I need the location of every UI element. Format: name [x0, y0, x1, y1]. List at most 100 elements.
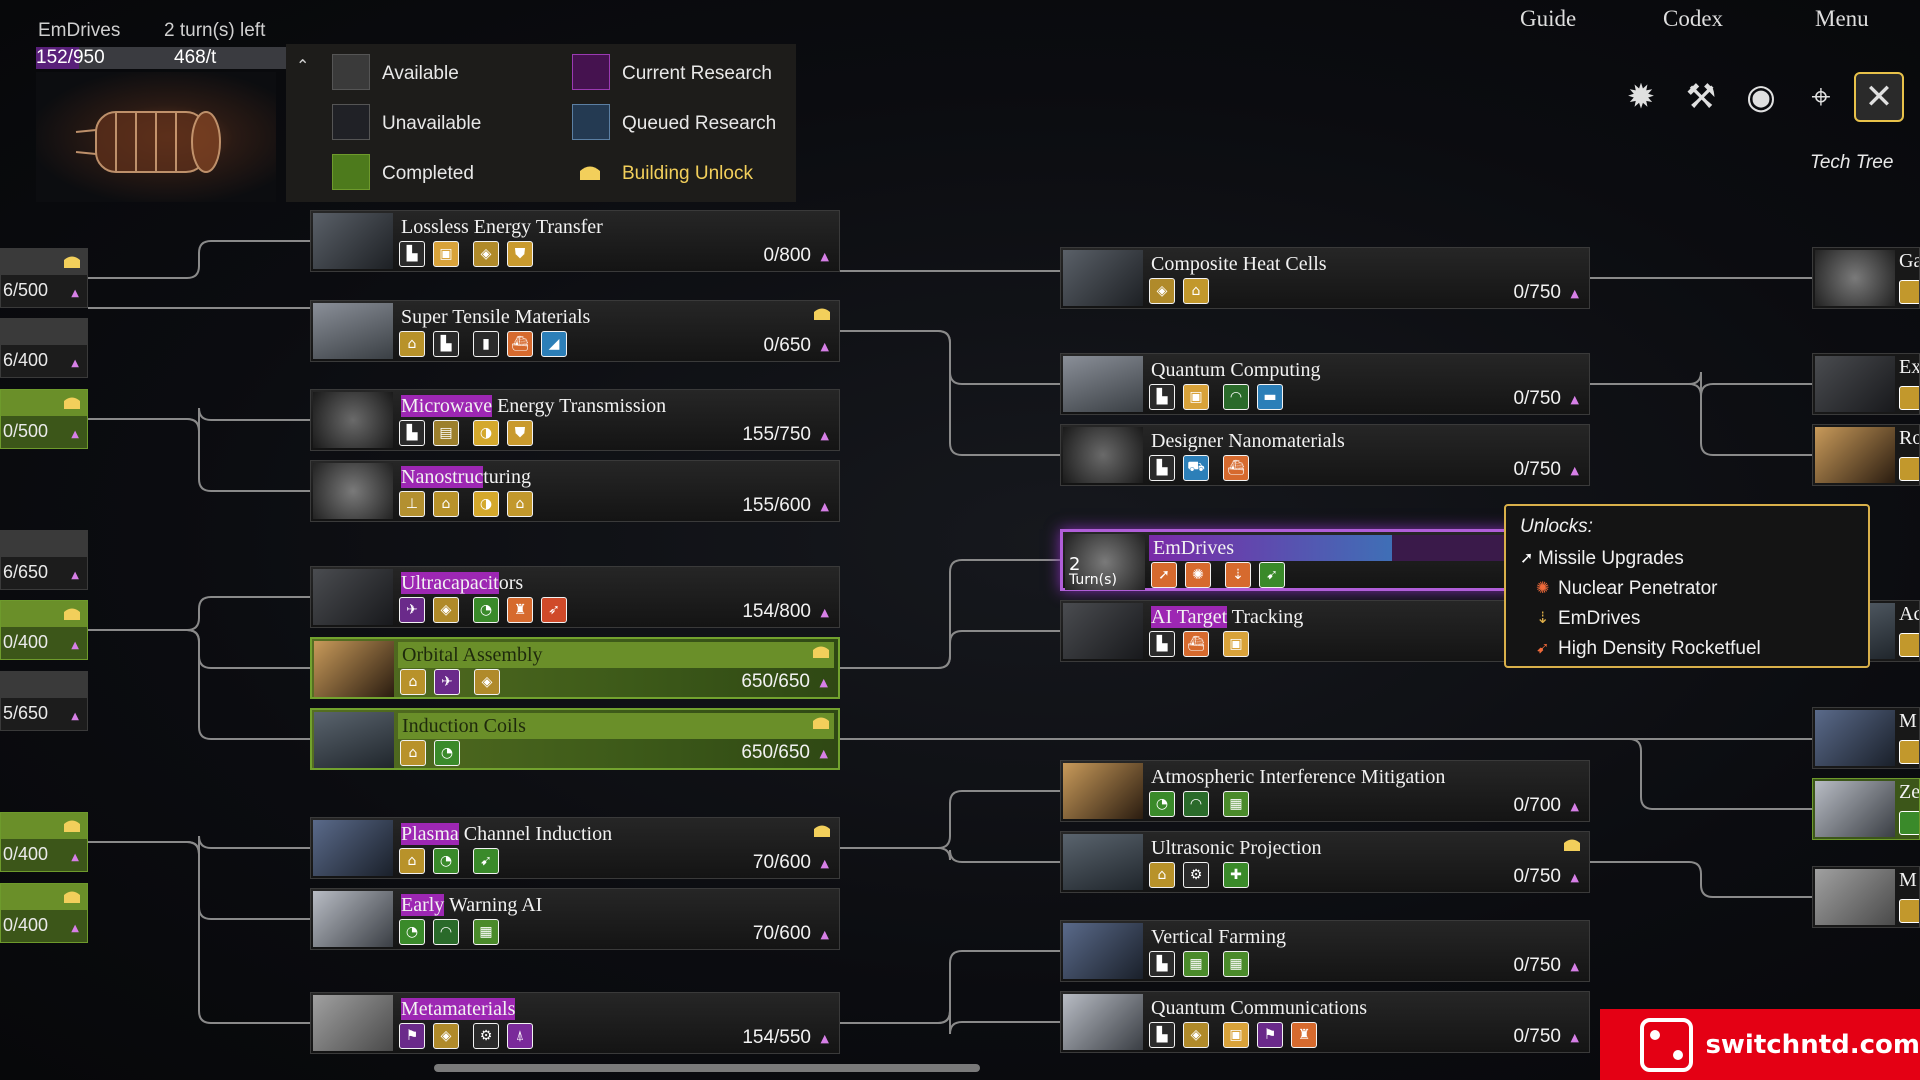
tech-node[interactable]: Composite Heat Cells◈⌂0/750▲ — [1060, 247, 1590, 309]
connection-line — [840, 559, 1060, 669]
queued-swatch — [572, 104, 610, 140]
tech-node[interactable]: Microwave Energy Transmission▙▤◑⛊155/750… — [310, 389, 840, 451]
sun-icon[interactable]: ✹ — [1626, 77, 1656, 117]
tech-name-highlight: Ultracapacit — [401, 572, 499, 594]
tech-name: Ex — [1899, 356, 1920, 378]
switch-logo-icon — [1640, 1017, 1694, 1072]
tech-progress: 0/400 — [3, 915, 49, 935]
tech-node[interactable]: Lossless Energy Transfer▙▣◈⛊0/800▲ — [310, 210, 840, 272]
tech-node[interactable]: Ultracapacitors✈◈◔♜➶154/800▲ — [310, 566, 840, 628]
tech-progress: 5/650 — [3, 703, 49, 723]
close-tech-tree-icon[interactable]: ✕ — [1854, 72, 1904, 122]
codex-link[interactable]: Codex — [1663, 6, 1724, 31]
research-progress-bar — [36, 47, 304, 69]
tech-node[interactable]: Early Warning AI◔◠▦70/600▲ — [310, 888, 840, 950]
emdrive-image — [36, 72, 276, 202]
legend-building: Building Unlock — [622, 163, 753, 184]
tech-node[interactable]: Induction Coils⌂◔650/650▲ — [310, 708, 840, 770]
radar-icon: ◔ — [399, 919, 425, 945]
tech-name: Induction Coils — [398, 713, 834, 739]
tech-node-partial[interactable]: Ex — [1812, 353, 1920, 415]
tech-progress: 0/400 — [3, 632, 49, 652]
tech-node[interactable]: Designer Nanomaterials▙⛟⛴0/750▲ — [1060, 424, 1590, 486]
research-turns: 2 turn(s) left — [164, 20, 266, 41]
drone-icon: ◈ — [473, 241, 499, 267]
tech-node-partial[interactable]: 0/500 ▲ — [0, 389, 88, 449]
plus-icon: ✚ — [1223, 862, 1249, 888]
nuke-icon: ✺ — [1185, 562, 1211, 588]
connection-line — [88, 841, 310, 1024]
tech-name-text: Atmospheric Interference Mitigation — [1151, 766, 1446, 788]
tech-node[interactable]: Ultrasonic Projection⌂⚙✚0/750▲ — [1060, 831, 1590, 893]
bunker-icon: ▣ — [433, 241, 459, 267]
turns-label: Turn(s) — [1069, 572, 1117, 588]
tech-node[interactable]: Quantum Communications▙◈▣⚑♜0/750▲ — [1060, 991, 1590, 1053]
tech-node[interactable]: Orbital Assembly⌂✈◈650/650▲ — [310, 637, 840, 699]
tech-node[interactable]: Nanostructuring⊥⌂◑⌂155/600▲ — [310, 460, 840, 522]
tech-name-text: Composite Heat Cells — [1151, 253, 1327, 275]
tech-thumbnail — [1063, 603, 1143, 659]
tech-node[interactable]: AI Target Tracking▙⛴▣15▲ — [1060, 600, 1590, 662]
watermark: switchntd.com — [1600, 1009, 1920, 1080]
tech-node-partial[interactable]: Ga — [1812, 247, 1920, 309]
tech-node[interactable]: Quantum Computing▙▣◠▬0/750▲ — [1060, 353, 1590, 415]
tech-progress: 0/750 — [1513, 955, 1561, 976]
bunker-icon: ▣ — [1223, 631, 1249, 657]
current-research-panel[interactable]: EmDrives 2 turn(s) left 152/950 468/t — [28, 14, 304, 204]
dish-icon: ◑ — [473, 420, 499, 446]
gear-icon: ⚙ — [473, 1023, 499, 1049]
menu-link[interactable]: Menu — [1815, 6, 1869, 31]
tech-progress: 154/800 — [742, 601, 811, 622]
tech-name: Ultracapacitors — [397, 570, 835, 596]
jet-icon: ✈ — [434, 669, 460, 695]
connection-line — [88, 407, 310, 432]
tech-thumbnail — [313, 213, 393, 269]
tech-node[interactable]: Atmospheric Interference Mitigation◔◠▦0/… — [1060, 760, 1590, 822]
tech-node-partial[interactable]: 0/400 ▲ — [0, 883, 88, 943]
tech-node-partial[interactable]: 6/650 ▲ — [0, 530, 88, 590]
horizontal-scrollbar[interactable] — [434, 1064, 980, 1072]
tech-node-partial[interactable]: M — [1812, 866, 1920, 928]
tech-node[interactable]: Vertical Farming▙▦▦0/750▲ — [1060, 920, 1590, 982]
tech-progress: 0/400 — [3, 844, 49, 864]
tech-node[interactable]: Plasma Channel Induction⌂◔➹70/600▲ — [310, 817, 840, 879]
tech-node-partial[interactable]: 5/650 ▲ — [0, 671, 88, 731]
connection-line — [840, 1010, 1060, 1035]
eye-icon[interactable]: ◉ — [1746, 77, 1776, 117]
progress-arrow-icon: ▲ — [1570, 393, 1579, 406]
connection-line — [1590, 861, 1812, 898]
tank-icon: ▬ — [1257, 384, 1283, 410]
tech-node-partial[interactable]: 6/500 ▲ — [0, 248, 88, 308]
connection-line — [840, 330, 1060, 456]
crosshair-icon[interactable]: ⌖ — [1811, 77, 1831, 117]
radar-icon: ◔ — [434, 740, 460, 766]
tech-icon — [1899, 899, 1919, 923]
building-icon: ⌂ — [400, 669, 426, 695]
connection-line — [840, 790, 1060, 849]
tech-name-highlight: AI Target — [1151, 606, 1228, 628]
nuke-icon: ✺ — [1536, 578, 1550, 597]
tech-node-partial[interactable]: 0/400 ▲ — [0, 812, 88, 872]
progress-arrow-icon: ▲ — [1570, 464, 1579, 477]
tech-thumbnail — [1815, 427, 1895, 483]
tech-name-text: EmDrives — [1153, 537, 1235, 559]
tech-thumbnail — [1815, 356, 1895, 412]
tech-name: Orbital Assembly — [398, 642, 834, 668]
tech-node-partial[interactable]: Ro — [1812, 424, 1920, 486]
connection-line — [88, 629, 310, 740]
mech-icon: ♜ — [1291, 1022, 1317, 1048]
tech-node-partial[interactable]: 0/400 ▲ — [0, 600, 88, 660]
tech-node[interactable]: Super Tensile Materials⌂▙▮⛴◢0/650▲ — [310, 300, 840, 362]
tech-thumbnail — [1065, 534, 1145, 590]
tech-name-text: Tracking — [1227, 606, 1304, 628]
connection-line — [88, 240, 310, 279]
tech-icon — [1899, 633, 1919, 657]
tech-node-partial[interactable]: 6/400 ▲ — [0, 318, 88, 378]
hammer-icon[interactable]: ⚒ — [1685, 77, 1717, 117]
guide-link[interactable]: Guide — [1520, 6, 1577, 31]
tech-node[interactable]: Metamaterials⚑◈⚙⍋154/550▲ — [310, 992, 840, 1054]
collapse-chevron-icon[interactable]: ⌃ — [296, 56, 310, 75]
tech-name: Vertical Farming — [1147, 924, 1585, 950]
tech-node-partial[interactable]: Ze — [1812, 778, 1920, 840]
tech-node-partial[interactable]: M — [1812, 707, 1920, 769]
